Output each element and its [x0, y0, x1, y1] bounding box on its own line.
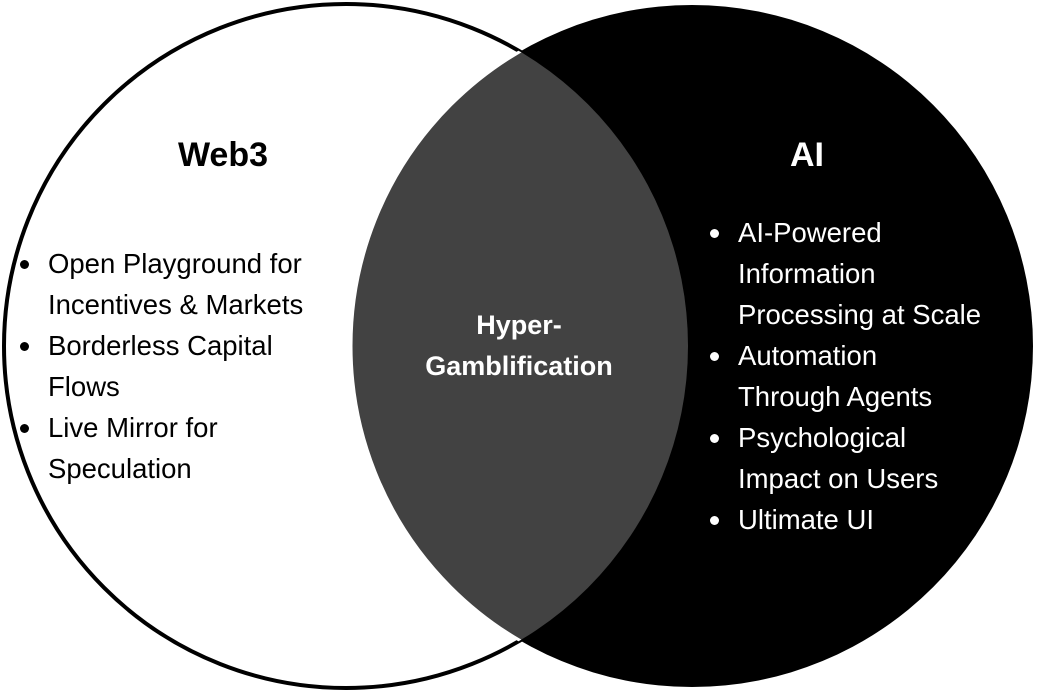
bullet-icon: [710, 516, 719, 525]
bullet-icon: [20, 342, 29, 351]
overlap-label: Hyper- Gamblification: [425, 310, 613, 381]
ai-title: AI: [790, 136, 824, 174]
overlap-region: [351, 5, 688, 687]
ai-circle-outline: [349, 4, 688, 688]
bullet-icon: [710, 352, 719, 361]
ai-item: Ultimate UI: [708, 499, 981, 540]
bullet-icon: [710, 229, 719, 238]
bullet-icon: [20, 424, 29, 433]
bullet-icon: [20, 260, 29, 269]
bullet-icon: [710, 434, 719, 443]
web3-title: Web3: [177, 136, 269, 174]
